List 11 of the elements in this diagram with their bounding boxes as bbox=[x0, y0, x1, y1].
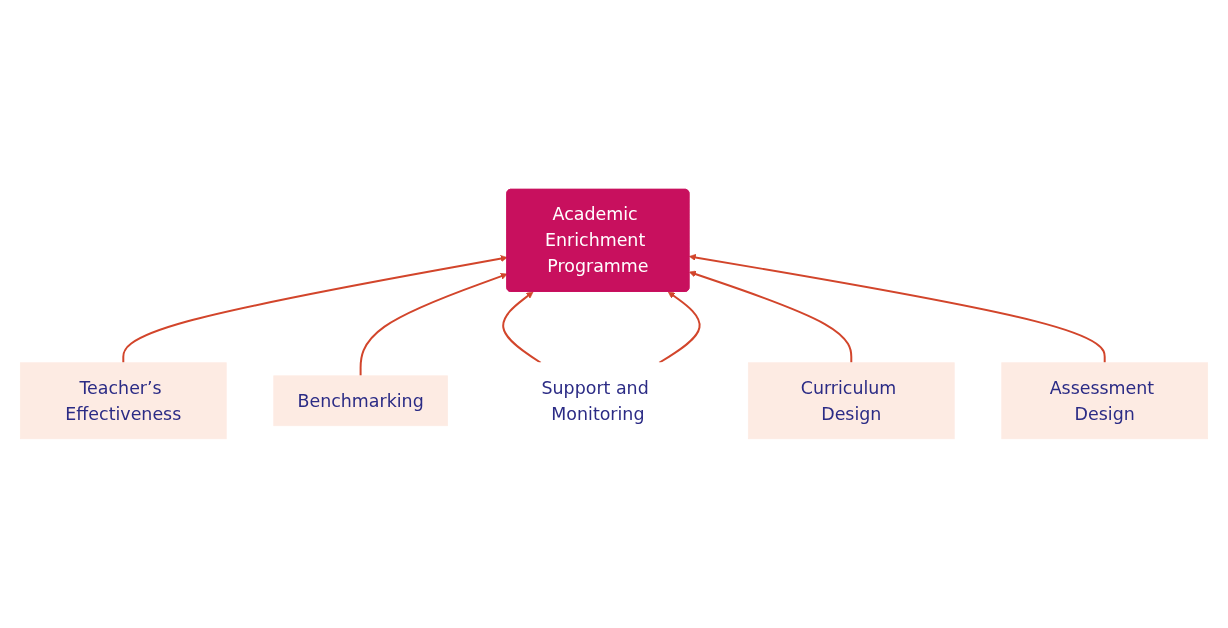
arrow bbox=[359, 272, 508, 377]
node-text: Support and Monitoring bbox=[541, 377, 649, 424]
node-box: Benchmarking bbox=[273, 375, 448, 427]
arrow bbox=[502, 291, 542, 364]
arrow bbox=[689, 270, 853, 364]
arrow bbox=[658, 291, 701, 364]
node-box: Curriculum Design bbox=[747, 362, 955, 440]
arrow bbox=[122, 255, 508, 364]
node-box: Teacher’s Effectiveness bbox=[19, 362, 227, 440]
arrow bbox=[689, 253, 1106, 364]
node-box: Assessment Design bbox=[1001, 362, 1209, 440]
